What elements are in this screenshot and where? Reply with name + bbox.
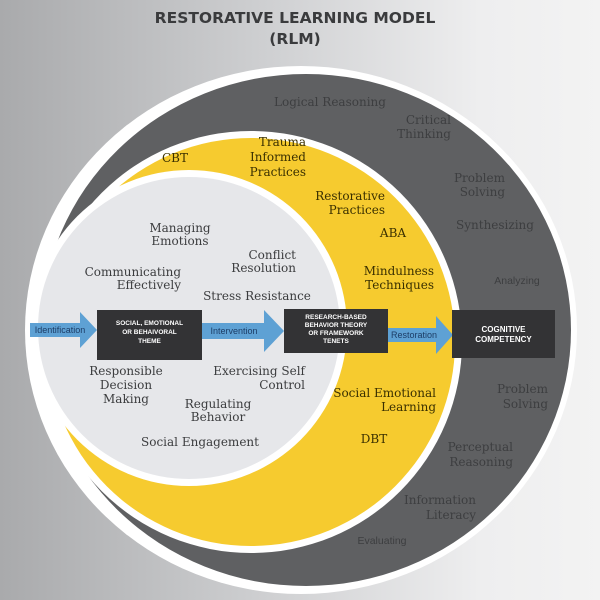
label-stress-resistance: Stress Resistance [203,289,311,303]
label-communicating: Communicating [85,265,182,279]
label-perceptual-reasoning: Perceptual [448,440,514,454]
label-exercising-self-control: Exercising Self [213,364,306,378]
label-sel: Social Emotional [333,386,436,400]
label-cbt: CBT [162,151,188,165]
box-theme: SOCIAL, EMOTIONAL OR BEHAIVORAL THEME [97,310,202,360]
label-problem-solving-2: Solving [503,397,549,411]
label-synthesizing: Synthesizing [456,218,534,232]
label-mindfulness: Mindulness [364,264,434,278]
label-critical-thinking: Thinking [397,127,451,141]
box-text: OR BEHAIVORAL [122,329,177,336]
label-responsible-decision: Decision [100,378,153,392]
label-dbt: DBT [361,432,387,446]
label-managing-emotions: Emotions [151,234,208,248]
label-restorative-practices: Restorative [315,189,385,203]
identification-arrow [30,312,97,348]
label-regulating-behavior: Behavior [191,410,246,424]
label-mindfulness: Techniques [365,278,434,292]
label-regulating-behavior: Regulating [185,397,252,411]
middle-ring-labels: CBT Trauma Informed Practices Restorativ… [162,135,436,446]
box-research-theory: RESEARCH-BASED BEHAVIOR THEORY OR FRAMEW… [284,309,388,353]
label-sel: Learning [381,400,436,414]
label-aba: ABA [379,226,406,240]
label-evaluating: Evaluating [357,535,406,547]
box-text: TENETS [323,338,349,345]
box-text: BEHAVIOR THEORY [305,322,368,329]
label-problem-solving: Solving [460,185,506,199]
label-conflict-resolution: Conflict [248,248,296,262]
flow-arrows: Identification Intervention Restoration [30,310,453,354]
inner-circle-labels: Managing Emotions Conflict Resolution Co… [85,221,311,449]
label-problem-solving-2: Problem [497,382,549,396]
title-line: RESTORATIVE LEARNING MODEL [155,9,436,27]
label-communicating: Effectively [117,278,181,292]
box-text: OR FRAMEWORK [308,330,364,337]
label-managing-emotions: Managing [149,221,211,235]
label-analyzing: Analyzing [494,275,540,287]
label-conflict-resolution: Resolution [231,261,296,275]
label-responsible-decision: Responsible [89,364,163,378]
box-text: COMPETENCY [475,335,532,344]
diagram-title: RESTORATIVE LEARNING MODEL (RLM) [155,9,436,48]
arrow-label-identification: Identification [35,325,86,335]
label-information-literacy: Information [404,493,476,507]
intervention-arrow [202,310,284,352]
box-text: COGNITIVE [481,325,526,334]
label-responsible-decision: Making [103,392,149,406]
label-problem-solving: Problem [454,171,506,185]
label-exercising-self-control: Control [259,378,305,392]
box-text: SOCIAL, EMOTIONAL [116,320,183,327]
label-social-engagement: Social Engagement [141,435,259,449]
label-logical-reasoning: Logical Reasoning [274,95,386,109]
box-cognitive-competency: COGNITIVE COMPETENCY [452,310,555,358]
box-text: THEME [138,338,161,345]
restoration-arrow [387,316,453,354]
arrow-label-restoration: Restoration [391,330,437,340]
label-trauma-informed: Practices [250,165,306,179]
label-trauma-informed: Informed [250,150,306,164]
box-text: RESEARCH-BASED [305,314,367,321]
label-restorative-practices: Practices [329,203,385,217]
title-line: (RLM) [269,30,320,48]
outer-ring-labels: Logical Reasoning Critical Thinking Prob… [274,95,549,547]
label-critical-thinking: Critical [406,113,451,127]
arrow-label-intervention: Intervention [210,326,257,336]
label-perceptual-reasoning: Reasoning [449,455,513,469]
label-trauma-informed: Trauma [259,135,306,149]
label-information-literacy: Literacy [426,508,476,522]
